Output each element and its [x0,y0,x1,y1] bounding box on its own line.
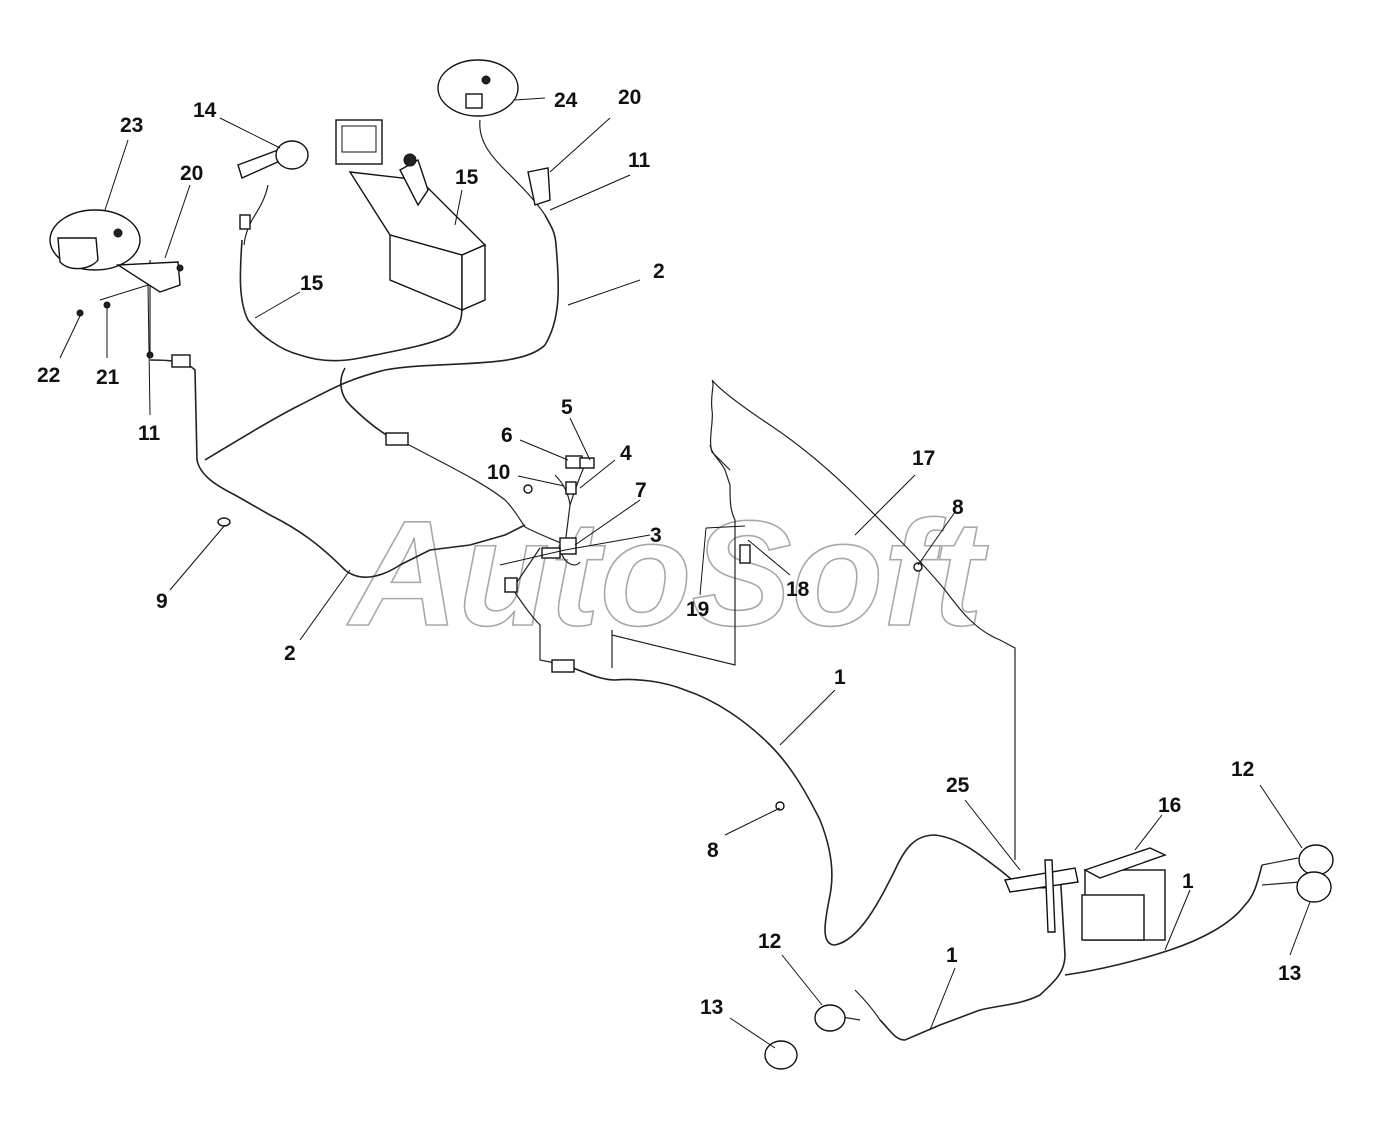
callout-17: 17 [912,447,935,470]
harness-1-main [564,664,1021,946]
callout-19: 19 [686,598,709,621]
callout-12-right: 12 [1231,758,1254,781]
callout-15-lower: 15 [300,272,324,295]
callout-20-right: 20 [618,86,641,109]
work-lamp-23 [49,209,184,293]
callout-11-right: 11 [628,149,651,172]
joystick-lever-14 [237,140,309,230]
bracket-25 [1004,859,1079,933]
center-feed [399,439,526,528]
callout-16: 16 [1158,794,1181,817]
callout-23: 23 [120,114,143,137]
harness-15-loop [239,239,463,362]
callout-8-lower: 8 [707,839,719,862]
callout-14: 14 [193,99,217,122]
callouts: 23 20 22 21 11 14 15 15 24 20 11 2 5 6 4… [37,86,1301,1019]
callout-25: 25 [946,774,970,797]
harness-2-upper [204,214,560,461]
center-branches [509,464,586,666]
harness-15-down [340,367,396,441]
callout-20-left: 20 [180,162,203,185]
lever-wire [243,184,269,246]
callout-18: 18 [786,578,810,601]
harness-2-left [149,359,526,578]
callout-12-left: 12 [758,930,781,953]
callout-7: 7 [635,479,647,502]
harness-1-rear [879,864,1263,1041]
callout-8-upper: 8 [952,496,964,519]
callout-10: 10 [487,461,510,484]
callout-11-left: 11 [138,422,161,445]
callout-2-upper: 2 [653,260,665,283]
control-console-15 [335,119,487,312]
harness-wires [149,119,1301,1041]
callout-9: 9 [156,590,168,613]
callout-6: 6 [501,424,513,447]
leader-lines [59,97,1311,1049]
callout-24: 24 [554,89,578,112]
callout-13-left: 13 [700,996,723,1019]
callout-3: 3 [650,524,662,547]
callout-22: 22 [37,364,60,387]
callout-2-lower: 2 [284,642,296,665]
plate-16-link [1020,887,1051,930]
watermark: AutoSoft [346,489,989,657]
callout-21: 21 [96,366,120,389]
callout-1-right: 1 [1182,870,1194,893]
callout-1-lower: 1 [946,944,958,967]
callout-5: 5 [561,396,573,419]
lamp-lead-right [1261,857,1301,886]
plate-16 [1081,847,1167,941]
rear-lamps [764,844,1334,1070]
callout-4: 4 [620,442,632,465]
callout-15-upper: 15 [455,166,479,189]
callout-1-middle: 1 [834,666,846,689]
work-lamp-24 [437,59,551,206]
harness-17 [709,379,1016,860]
callout-13-right: 13 [1278,962,1301,985]
